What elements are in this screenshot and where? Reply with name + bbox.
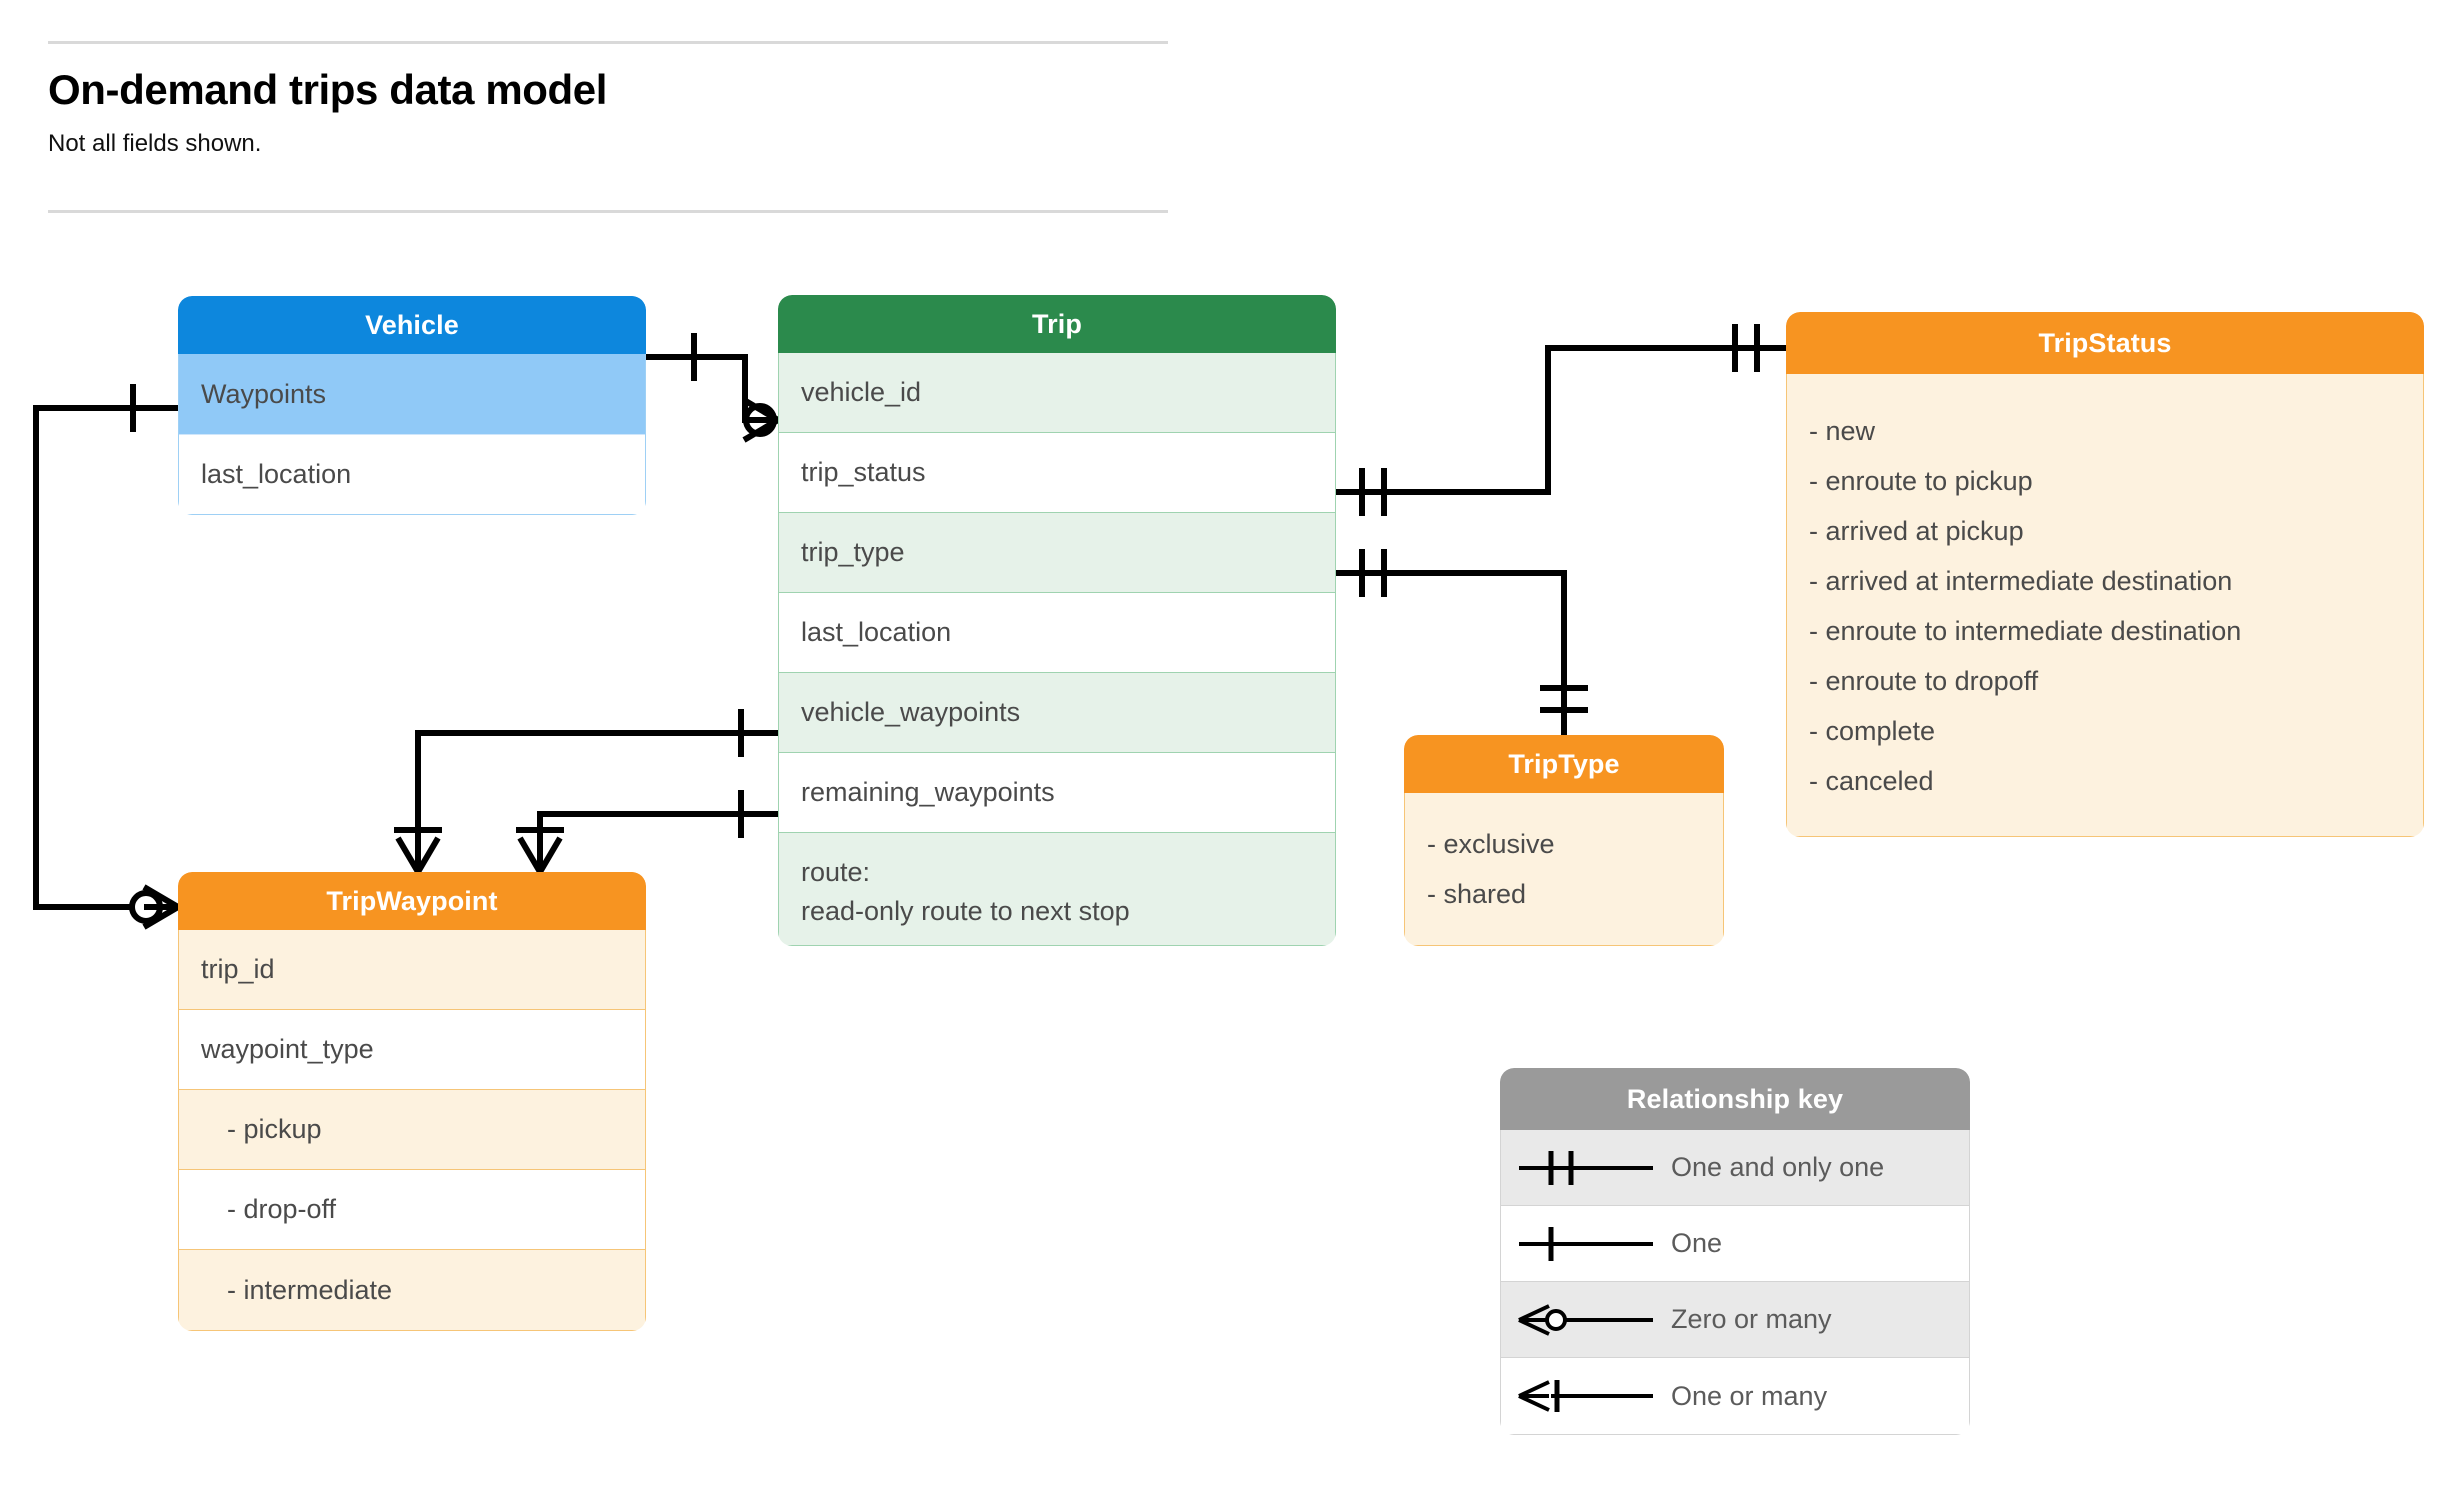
enum-value: - enroute to dropoff xyxy=(1809,666,2039,696)
page-subtitle: Not all fields shown. xyxy=(48,130,262,157)
relationship-key: Relationship key One and only one xyxy=(1500,1068,1970,1435)
entity-trip-title: Trip xyxy=(778,295,1336,353)
enum-value: - arrived at intermediate destination xyxy=(1809,566,2233,596)
relationship-key-label: One xyxy=(1671,1228,1723,1258)
relationship-key-item: One or many xyxy=(1501,1358,1969,1434)
entity-vehicle-title: Vehicle xyxy=(178,296,646,354)
entity-tripwaypoint[interactable]: TripWaypoint trip_id waypoint_type - pic… xyxy=(178,872,646,1331)
relationship-key-item: One and only one xyxy=(1501,1130,1969,1206)
page-title: On-demand trips data model xyxy=(48,66,607,113)
field-row[interactable]: waypoint_type xyxy=(179,1010,645,1090)
connector-vehicle-waypoints-to-tripwaypoint xyxy=(33,384,180,930)
field-row[interactable]: last_location xyxy=(179,434,645,514)
one-or-many-icon xyxy=(1501,1371,1671,1421)
enum-value: - enroute to intermediate destination xyxy=(1809,616,2242,646)
connector-trip-to-tripstatus xyxy=(1336,324,1786,516)
relationship-key-title: Relationship key xyxy=(1500,1068,1970,1130)
relationship-key-label: One and only one xyxy=(1671,1152,1885,1182)
connector-vehicle-to-trip xyxy=(646,333,780,443)
field-row[interactable]: vehicle_waypoints xyxy=(779,673,1335,753)
relationship-key-item: One xyxy=(1501,1206,1969,1282)
entity-trip-fields: vehicle_id trip_status trip_type last_lo… xyxy=(778,353,1336,946)
enum-value: - enroute to pickup xyxy=(1809,466,2033,496)
entity-tripstatus[interactable]: TripStatus - new - enroute to pickup - a… xyxy=(1786,312,2424,837)
field-row-route[interactable]: route: read-only route to next stop xyxy=(779,833,1335,945)
entity-vehicle-fields: Waypoints last_location xyxy=(178,354,646,515)
field-row-route-label: route: xyxy=(801,857,871,887)
one-icon xyxy=(1501,1219,1671,1269)
entity-triptype-values: - exclusive - shared xyxy=(1404,793,1724,946)
field-row[interactable]: - drop-off xyxy=(179,1170,645,1250)
entity-tripstatus-values: - new - enroute to pickup - arrived at p… xyxy=(1786,374,2424,837)
relationship-key-item: Zero or many xyxy=(1501,1282,1969,1358)
enum-value: - exclusive xyxy=(1427,829,1555,859)
enum-value: - complete xyxy=(1809,716,1936,746)
connector-remaining-waypoints-field xyxy=(516,790,778,874)
field-row[interactable]: last_location xyxy=(779,593,1335,673)
entity-tripstatus-title: TripStatus xyxy=(1786,312,2424,374)
enum-value: - shared xyxy=(1427,879,1527,909)
connector-vehicle-waypoints-field xyxy=(394,709,778,874)
connector-trip-to-triptype xyxy=(1336,549,1588,735)
field-row[interactable]: - pickup xyxy=(179,1090,645,1170)
entity-triptype-title: TripType xyxy=(1404,735,1724,793)
zero-or-many-icon xyxy=(1501,1295,1671,1345)
header-divider-top xyxy=(48,41,1168,44)
entity-triptype[interactable]: TripType - exclusive - shared xyxy=(1404,735,1724,946)
one-and-only-one-icon xyxy=(1501,1143,1671,1193)
entity-trip[interactable]: Trip vehicle_id trip_status trip_type la… xyxy=(778,295,1336,946)
field-row[interactable]: trip_type xyxy=(779,513,1335,593)
field-row[interactable]: - intermediate xyxy=(179,1250,645,1330)
entity-vehicle[interactable]: Vehicle Waypoints last_location xyxy=(178,296,646,515)
enum-value: - arrived at pickup xyxy=(1809,516,2024,546)
field-row[interactable]: vehicle_id xyxy=(779,353,1335,433)
relationship-key-label: Zero or many xyxy=(1671,1304,1832,1334)
field-row[interactable]: Waypoints xyxy=(179,354,645,434)
relationship-key-label: One or many xyxy=(1671,1380,1828,1411)
entity-tripwaypoint-title: TripWaypoint xyxy=(178,872,646,930)
relationship-key-rows: One and only one One xyxy=(1500,1130,1970,1435)
enum-value: - canceled xyxy=(1809,766,1934,796)
entity-tripwaypoint-fields: trip_id waypoint_type - pickup - drop-of… xyxy=(178,930,646,1331)
enum-value: - new xyxy=(1809,416,1876,446)
field-row-route-desc: read-only route to next stop xyxy=(801,896,1130,927)
field-row[interactable]: trip_status xyxy=(779,433,1335,513)
field-row[interactable]: remaining_waypoints xyxy=(779,753,1335,833)
header-divider-bottom xyxy=(48,210,1168,213)
field-row[interactable]: trip_id xyxy=(179,930,645,1010)
